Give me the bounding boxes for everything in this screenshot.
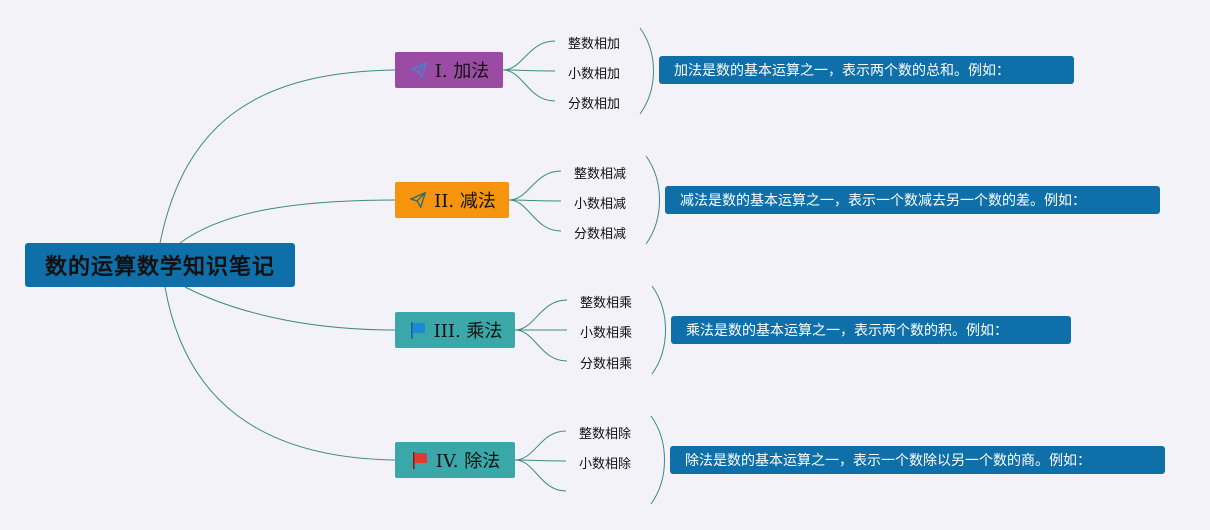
summary-bracket-2 [645,155,660,245]
summary-text: 加法是数的基本运算之一，表示两个数的总和。例如： [674,63,1010,79]
leaf-topic[interactable]: 小数相乘 [580,326,633,341]
summary-callout[interactable]: 乘法是数的基本运算之一，表示两个数的积。例如： [671,316,1071,344]
leaf-topic[interactable]: 整数相加 [568,37,621,52]
leaf-topic[interactable]: 整数相减 [574,167,627,182]
leaf-topic[interactable]: 整数相除 [579,427,632,442]
branch-topic-addition[interactable]: I. 加法 [395,52,503,88]
leaf-topic[interactable]: 整数相乘 [580,296,633,311]
summary-callout[interactable]: 除法是数的基本运算之一，表示一个数除以另一个数的商。例如： [670,446,1165,474]
summary-bracket-1 [639,27,654,115]
leaf-topic[interactable]: 分数相加 [568,97,621,112]
branch-topic-multiplication[interactable]: III. 乘法 [395,312,515,348]
paper-plane-icon [409,60,429,80]
branch-topic-label: II. 减法 [434,191,496,212]
connector-root-branch-1 [159,69,396,244]
connector-branch-1-leaf-1 [502,40,556,71]
connector-root-branch-4 [164,286,396,461]
leaf-topic[interactable]: 小数相除 [579,457,632,472]
summary-bracket-3 [651,285,666,375]
branch-topic-label: IV. 除法 [435,451,501,472]
connector-branch-4-leaf-2 [514,459,567,462]
leaf-topic[interactable]: 分数相乘 [580,357,633,372]
connector-branch-1-leaf-2 [502,69,556,72]
connector-root-branch-3 [184,286,396,331]
paper-plane-icon [408,190,428,210]
leaf-topic[interactable]: 分数相减 [574,227,627,242]
red-flag-icon [410,450,430,470]
connector-branch-2-leaf-2 [508,199,562,202]
connector-branch-4-leaf-1 [514,430,567,461]
branch-topic-subtraction[interactable]: II. 减法 [395,182,509,218]
connector-branch-4-leaf-3 [514,459,567,492]
connector-branch-1-leaf-3 [502,69,556,102]
connector-branch-3-leaf-3 [514,329,568,362]
summary-bracket-4 [650,415,665,505]
branch-topic-label: III. 乘法 [433,321,503,342]
blue-flag-icon [408,320,428,340]
connector-root-branch-2 [179,199,396,244]
leaf-topic[interactable]: 小数相减 [574,197,627,212]
summary-callout[interactable]: 减法是数的基本运算之一，表示一个数减去另一个数的差。例如： [665,186,1160,214]
branch-topic-division[interactable]: IV. 除法 [395,442,515,478]
summary-text: 减法是数的基本运算之一，表示一个数减去另一个数的差。例如： [680,193,1086,209]
connector-branch-3-leaf-1 [514,299,568,331]
connector-branch-2-leaf-3 [508,199,562,232]
connector-branch-2-leaf-1 [508,170,562,201]
branch-topic-label: I. 加法 [434,61,490,82]
summary-text: 乘法是数的基本运算之一，表示两个数的积。例如： [686,323,1008,339]
root-topic-label: 数的运算数学知识笔记 [44,255,275,280]
root-topic[interactable]: 数的运算数学知识笔记 [25,243,295,287]
summary-text: 除法是数的基本运算之一，表示一个数除以另一个数的商。例如： [685,453,1091,469]
leaf-topic[interactable]: 小数相加 [568,67,621,82]
summary-callout[interactable]: 加法是数的基本运算之一，表示两个数的总和。例如： [659,56,1074,84]
